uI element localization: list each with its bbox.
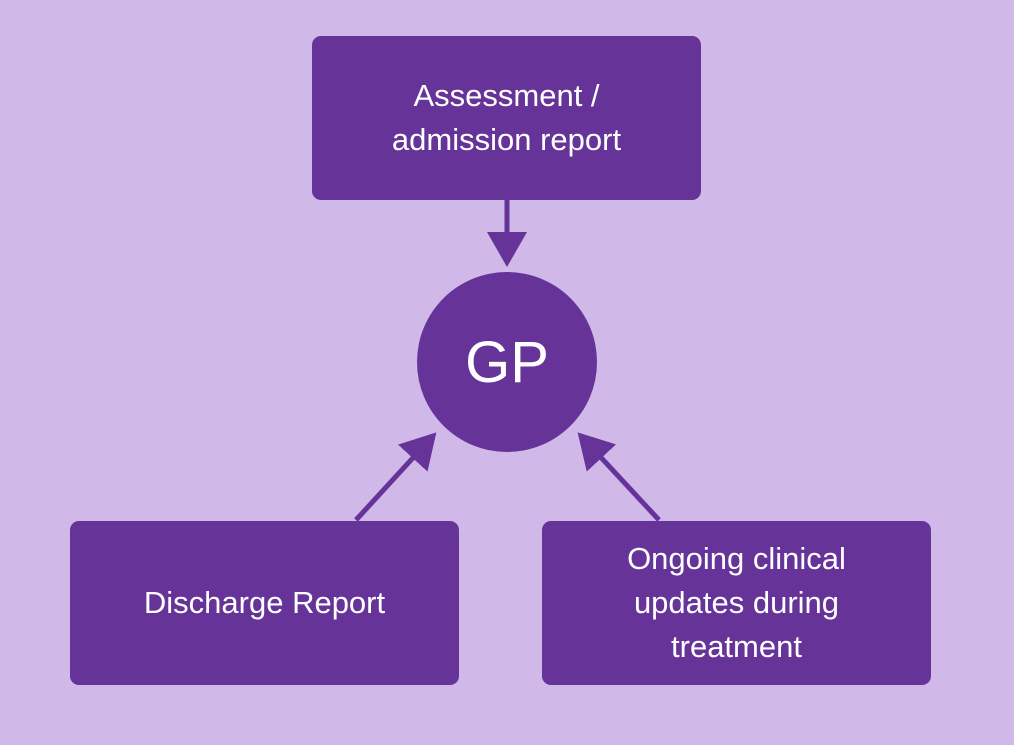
node-assessment-report-label: Assessment / admission report — [391, 78, 622, 157]
arrow-left-to-gp — [354, 432, 437, 522]
node-gp-label: GP — [465, 329, 549, 395]
node-clinical-updates: Ongoing clinical updates during treatmen… — [542, 521, 931, 685]
node-assessment-report: Assessment / admission report — [312, 36, 701, 200]
node-discharge-report: Discharge Report — [70, 521, 459, 685]
node-discharge-report-label: Discharge Report — [143, 585, 386, 620]
node-clinical-updates-label: Ongoing clinical updates during treatmen… — [627, 541, 846, 664]
node-gp: GP — [417, 272, 597, 452]
arrow-right-to-gp — [577, 432, 661, 522]
